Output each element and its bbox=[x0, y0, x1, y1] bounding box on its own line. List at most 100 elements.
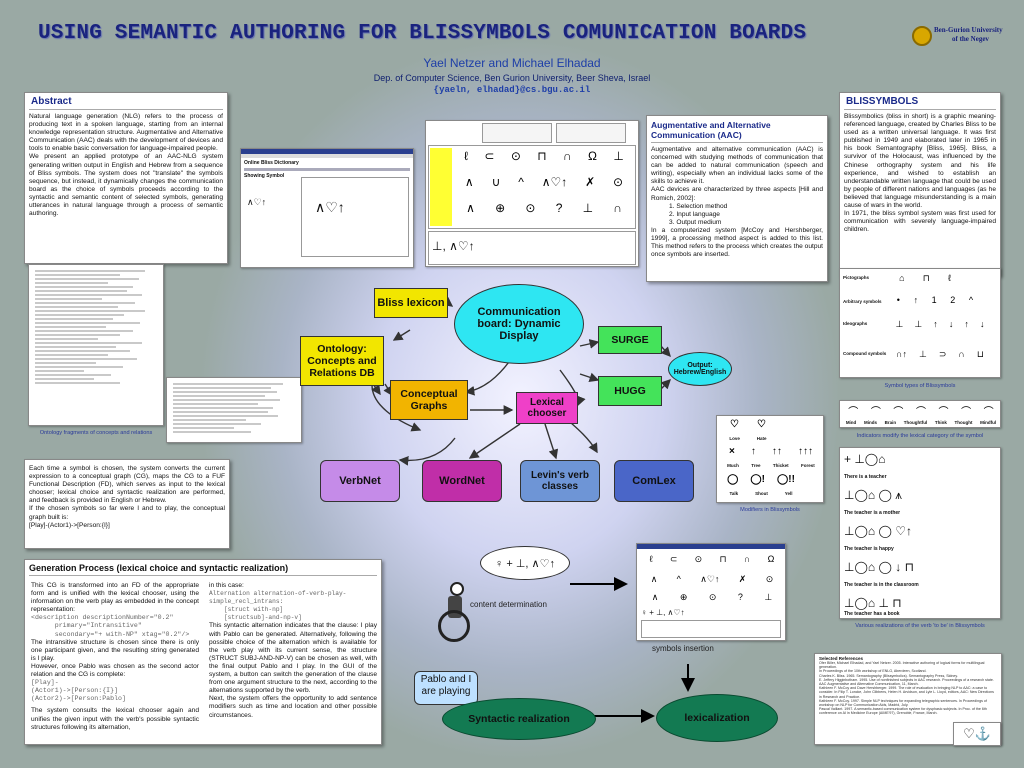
node-communication-board: Communication board: Dynamic Display bbox=[454, 284, 584, 364]
node-verbnet: VerbNet bbox=[320, 460, 400, 502]
ideograph-symbols: ⊥⊥↑↓↑↓ bbox=[895, 319, 985, 329]
gui-symbol-row-1: ℓ⊂⊙⊓∩Ω bbox=[649, 554, 775, 564]
abstract-p1: Natural language generation (NLG) refers… bbox=[29, 113, 223, 153]
bliss-p1: Blissymbolics (bliss in short) is a grap… bbox=[844, 113, 996, 210]
reference-3: Charles K. Bliss. 1965. Semantography (B… bbox=[819, 673, 958, 678]
node-conceptual-graphs: Conceptual Graphs bbox=[390, 380, 468, 420]
cg-p2: If the chosen symbols so far were I and … bbox=[29, 505, 225, 521]
realization-5: The teacher has a book bbox=[844, 611, 900, 617]
communication-board-screenshot: ℓ⊂⊙⊓∩Ω⊥ ∧∪^∧♡↑✗⊙ ∧⊕⊙?⊥∩ ⊥, ∧♡↑ bbox=[425, 120, 639, 267]
bliss-p2: In 1971, the bliss symbol system was fir… bbox=[844, 210, 996, 234]
aac-p1: Augmentative and alternative communicati… bbox=[651, 146, 823, 186]
symbol-types-caption: Symbol types of Blissymbols bbox=[884, 383, 956, 389]
blissymbols-title: BLISSYMBOLS bbox=[844, 94, 996, 110]
reference-4: E. Jeffery Higginbotham. 1995. Use of no… bbox=[819, 677, 994, 687]
modifier-symbols-3: ◯◯!◯!! bbox=[727, 474, 795, 485]
indicator-symbols: ⌒⌒⌒⌒⌒⌒⌒ bbox=[848, 407, 994, 418]
affiliation: Dep. of Computer Science, Ben Gurion Uni… bbox=[373, 73, 651, 83]
reference-2: In Proceedings of the 10th workshop of E… bbox=[819, 669, 927, 674]
poster-title: USING SEMANTIC AUTHORING FOR BLISSYMBOLS… bbox=[38, 22, 807, 45]
university-logo: Ben-Gurion University of the Negev bbox=[912, 24, 1012, 48]
gen-code-4: [Play]- bbox=[31, 679, 59, 687]
node-output: Output: Hebrew/English bbox=[668, 352, 732, 386]
realization-4: The teacher is in the classroom bbox=[844, 582, 919, 588]
modifier-symbols-1: ♡♡ bbox=[730, 419, 766, 430]
reference-7: Pascal Vaillant. 1997. A semantic-based … bbox=[819, 707, 987, 716]
compound-symbols: ∩↑⊥⊃∩⊔ bbox=[896, 349, 984, 359]
realizations-figure: + ⊥◯⌂ There is a teacher ⊥◯⌂ ◯ ⩚ The tea… bbox=[839, 447, 1001, 619]
head-icon bbox=[450, 582, 464, 596]
reference-6: Kathleen F. McCoy. 1997. Simple NLP tech… bbox=[819, 698, 987, 708]
aac-p2: AAC devices are characterized by three a… bbox=[651, 186, 823, 202]
to-be-symbols-1: + ⊥◯⌂ bbox=[844, 452, 886, 466]
bliss-symbol-icon: ∧♡↑ bbox=[315, 199, 345, 215]
email: {yaeln, elhadad}@cs.bgu.ac.il bbox=[433, 85, 591, 95]
gen-right-p2: This syntactic alternation indicates tha… bbox=[209, 622, 377, 695]
gen-rcode-3: [struct with-np] bbox=[209, 606, 284, 614]
to-be-symbols-2: ⊥◯⌂ ◯ ⩚ bbox=[844, 488, 902, 502]
gen-left-p3: However, once Pablo was chosen as the se… bbox=[31, 662, 199, 679]
arbitrary-label: Arbitrary symbols bbox=[843, 299, 882, 304]
gen-rcode-4: [structsub]-and-np-v] bbox=[209, 614, 302, 622]
to-be-symbols-5: ⊥◯⌂ ⊥ ⊓ bbox=[844, 596, 902, 610]
reference-5: Kathleen F. McCoy and Dave Hershberger. … bbox=[819, 686, 994, 699]
realization-2: The teacher is a mother bbox=[844, 510, 901, 516]
gen-left-p2: The intransitive structure is chosen sin… bbox=[31, 638, 199, 662]
gen-right-p3: Next, the system offers the opportunity … bbox=[209, 695, 377, 719]
board-row-3: ∧⊕⊙?⊥∩ bbox=[466, 201, 622, 215]
compound-label: Compound symbols bbox=[843, 351, 887, 356]
node-lexical-chooser: Lexical chooser bbox=[516, 392, 578, 424]
aac-item-2: 2. Input language bbox=[669, 210, 720, 218]
realizations-caption: Various realizations of the verb 'to be'… bbox=[855, 623, 985, 629]
pictographs-label: Pictographs bbox=[843, 275, 870, 280]
cg-p3: [Play]-(Actor1)->[Person:{I}] bbox=[29, 521, 110, 529]
content-determination-label: content determination bbox=[470, 600, 547, 609]
wheel-icon bbox=[438, 610, 470, 642]
cg-box: Each time a symbol is chosen, the system… bbox=[24, 459, 230, 549]
showing-symbol: Showing Symbol bbox=[244, 173, 285, 179]
gui-symbol-row-2: ∧^∧♡↑✗⊙ bbox=[650, 574, 774, 584]
realization-1: There is a teacher bbox=[844, 474, 887, 480]
board-output-symbols: ⊥, ∧♡↑ bbox=[432, 239, 475, 253]
cg-p1: Each time a symbol is chosen, the system… bbox=[29, 465, 225, 505]
to-be-symbols-4: ⊥◯⌂ ◯ ↓ ⊓ bbox=[844, 560, 914, 574]
generation-title: Generation Process (lexical choice and s… bbox=[29, 561, 377, 576]
gen-rcode-2: simple_recl_intrans: bbox=[209, 598, 284, 606]
aac-item-1: 1. Selection method bbox=[669, 202, 728, 210]
ideographs-label: Ideographs bbox=[843, 321, 868, 326]
logo-line1: Ben-Gurion University bbox=[934, 26, 1003, 34]
gen-code-2: primary="Intransitive" bbox=[31, 622, 142, 630]
authors: Yael Netzer and Michael Elhadad bbox=[423, 56, 601, 70]
menorah-icon bbox=[912, 26, 932, 46]
aac-box: Augmentative and Alternative Communicati… bbox=[646, 115, 828, 282]
node-hugg: HUGG bbox=[598, 376, 662, 406]
node-lexicalization: lexicalization bbox=[656, 694, 778, 742]
wheelchair-user-illustration bbox=[432, 580, 482, 642]
pictograph-symbols: ⌂⊓ℓ bbox=[899, 273, 951, 283]
gen-left-p4: The system consults the lexical chooser … bbox=[31, 707, 199, 731]
board-row-2: ∧∪^∧♡↑✗⊙ bbox=[464, 175, 624, 189]
reference-1: Ofer Biller, Michael Elhadad, and Yael N… bbox=[819, 661, 985, 670]
indicators-caption: Indicators modify the lexical category o… bbox=[856, 433, 984, 439]
node-levin: Levin's verb classes bbox=[520, 460, 600, 502]
node-ontology: Ontology: Concepts and Relations DB bbox=[300, 336, 384, 386]
bliss-logo-tile: ♡⚓ bbox=[953, 722, 1001, 746]
gen-rcode-1: Alternation alternation-of-verb-play- bbox=[209, 590, 347, 598]
abstract-title: Abstract bbox=[29, 94, 223, 110]
node-wordnet: WordNet bbox=[422, 460, 502, 502]
symbols-insertion-label: symbols insertion bbox=[652, 644, 714, 653]
gen-right-p1: in this case: bbox=[209, 582, 244, 589]
gen-code-5: (Actor1)->[Person:{I}] bbox=[31, 687, 119, 695]
aac-p3: In a computerized system [McCoy and Hers… bbox=[651, 226, 823, 259]
references-box: Selected References Ofer Biller, Michael… bbox=[814, 653, 1002, 745]
logo-line2: of the Negev bbox=[952, 35, 989, 43]
abstract-p2: We present an applied prototype of an AA… bbox=[29, 153, 223, 218]
abstract-box: Abstract Natural language generation (NL… bbox=[24, 92, 228, 264]
